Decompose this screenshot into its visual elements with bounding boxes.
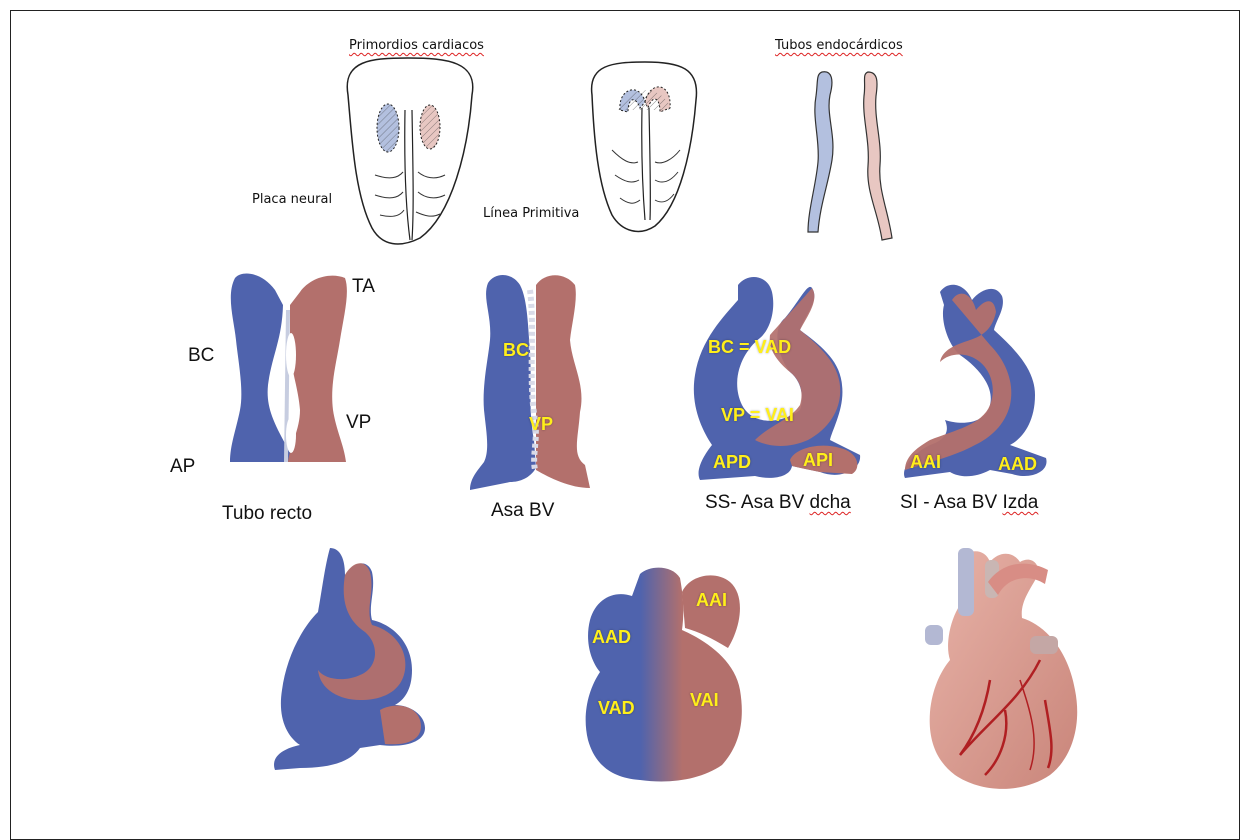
label-vp: VP xyxy=(346,412,371,434)
label-si-aai: AAI xyxy=(910,452,941,473)
caption-ss-underlined: dcha xyxy=(810,492,851,513)
caption-si-underlined: Izda xyxy=(1002,492,1038,513)
label-placa-neural: Placa neural xyxy=(252,192,332,207)
label-bc-vad: BC = VAD xyxy=(708,337,791,358)
embryo-sketch-1 xyxy=(347,58,473,244)
label-vp-vai: VP = VAI xyxy=(721,405,794,426)
ss-asa-shape xyxy=(694,277,860,480)
label-linea-primitiva: Línea Primitiva xyxy=(483,206,579,221)
caption-asa-bv: Asa BV xyxy=(491,500,554,522)
label-api: API xyxy=(803,450,833,471)
endocardial-tubes xyxy=(808,72,892,240)
label-bc: BC xyxy=(188,345,214,367)
caption-ss: SS- Asa BV dcha xyxy=(705,492,851,514)
label-asa-vp: VP xyxy=(529,414,553,435)
embryo-sketch-2 xyxy=(592,62,697,231)
asa-bv-shape xyxy=(470,275,590,490)
label-r3-vai: VAI xyxy=(690,690,719,711)
caption-si: SI - Asa BV Izda xyxy=(900,492,1038,514)
label-r3-vad: VAD xyxy=(598,698,635,719)
label-r3-aai: AAI xyxy=(696,590,727,611)
caption-si-text: SI - Asa BV xyxy=(900,492,1002,513)
label-asa-bc: BC xyxy=(503,340,529,361)
caption-ss-text: SS- Asa BV xyxy=(705,492,810,513)
label-ta: TA xyxy=(352,276,375,298)
label-r3-aad: AAD xyxy=(592,627,631,648)
si-asa-shape xyxy=(904,285,1046,478)
adult-heart-illustration xyxy=(925,548,1077,789)
label-si-aad: AAD xyxy=(998,454,1037,475)
caption-tubo-recto: Tubo recto xyxy=(222,503,312,525)
label-apd: APD xyxy=(713,452,751,473)
label-ap: AP xyxy=(170,456,195,478)
label-primordios: Primordios cardiacos xyxy=(349,38,484,53)
looped-heart-shape xyxy=(274,548,425,770)
tubo-recto-shape xyxy=(230,274,347,462)
label-tubos: Tubos endocárdicos xyxy=(775,38,903,53)
